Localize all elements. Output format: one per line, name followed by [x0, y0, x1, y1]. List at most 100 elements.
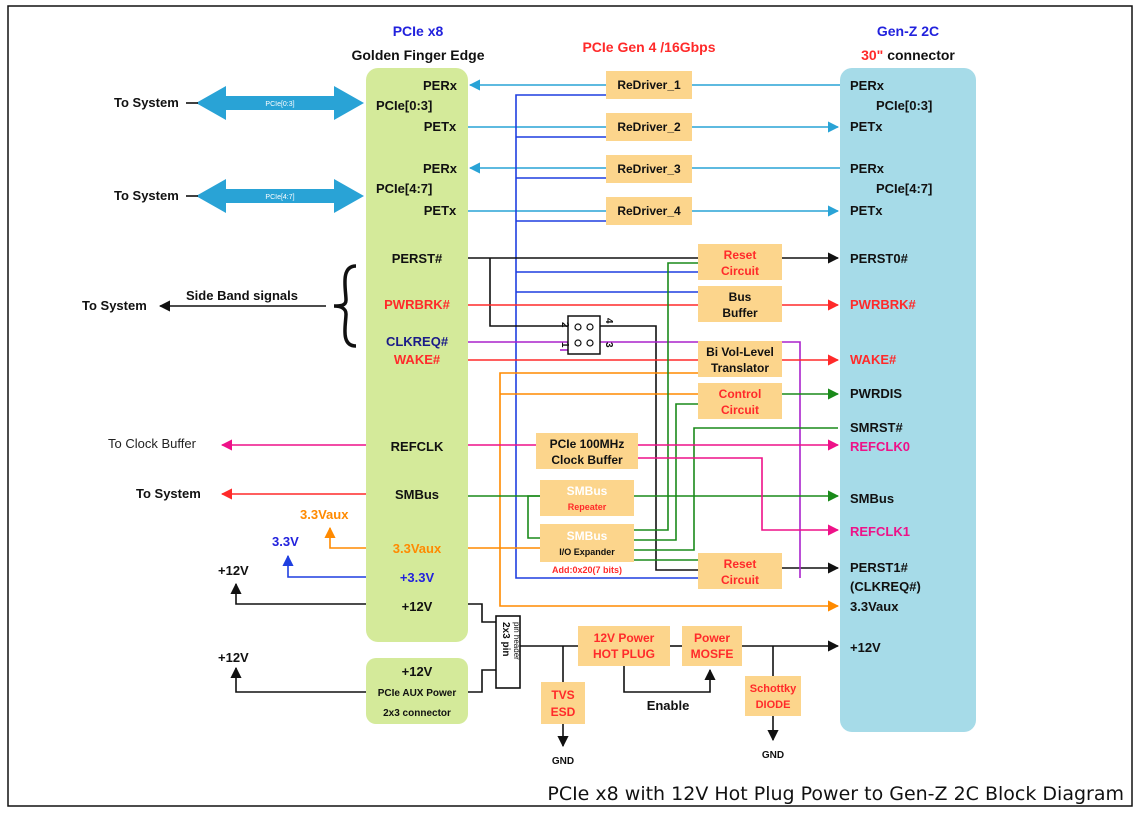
right-perx-b: PERx [850, 161, 885, 176]
enable-label: Enable [647, 698, 690, 713]
pin-header [495, 615, 521, 689]
reset-circuit-2 [698, 553, 782, 589]
redriver-3 [606, 155, 692, 183]
gnd-tvs: GND [552, 756, 574, 767]
jumper-to-reset2 [600, 325, 698, 571]
left-wake: WAKE# [394, 352, 441, 367]
redriver-3-label: ReDriver_3 [617, 162, 681, 176]
power-mosfet-l2: MOSFE [691, 647, 734, 661]
refclk1-out [638, 457, 840, 536]
power-mosfet [682, 626, 742, 666]
redriver-2-label: ReDriver_2 [617, 120, 681, 134]
right-perst1: PERST1# [850, 560, 909, 575]
to-system-1: To System [114, 95, 179, 110]
diagram-caption: PCIe x8 with 12V Hot Plug Power to Gen-Z… [547, 783, 1124, 805]
left-connector-title: PCIe x8 [393, 23, 444, 39]
schottky-diode [745, 676, 801, 716]
left-connector [366, 68, 468, 642]
connector-word: connector [887, 47, 955, 63]
tvs-esd [541, 682, 585, 724]
left-3v3aux: 3.3Vaux [393, 541, 442, 556]
control-circuit-l1: Control [719, 387, 762, 401]
bus-arrow-pcie-0-3 [196, 86, 364, 120]
aux-to-header [468, 669, 496, 693]
control-circuit-l2: Circuit [721, 403, 759, 417]
bus-arrow-pcie-4-7 [196, 179, 364, 213]
clock-buffer-l1: PCIe 100MHz [550, 437, 625, 451]
12v-to-header [468, 603, 496, 623]
reset-circuit-1-l1: Reset [724, 248, 757, 262]
right-smrst: SMRST# [850, 420, 904, 435]
left-side-3v3aux: 3.3Vaux [300, 507, 349, 522]
bus-label-pcie-4-7: PCIe[4:7] [265, 194, 294, 201]
perst-jumper-feed [489, 258, 568, 327]
smbus-repeater-l2: Repeater [568, 502, 607, 512]
pin-header-line2: pin header [512, 622, 521, 660]
bi-vol-translator-l2: Translator [711, 361, 769, 375]
power-mosfet-l1: Power [694, 631, 730, 645]
left-petx-a: PETx [424, 119, 457, 134]
jumper-pin-1 [574, 339, 582, 347]
reset-circuit-2-l1: Reset [724, 557, 757, 571]
aux-12v-left-line [230, 666, 366, 693]
right-wake: WAKE# [850, 352, 897, 367]
jumper-block [567, 315, 601, 355]
jumper-label-2: 2 [559, 322, 570, 328]
right-pcie-4-7: PCIe[4:7] [876, 181, 932, 196]
redriver-2 [606, 113, 692, 141]
smbus-repeater-l1: SMBus [567, 484, 608, 498]
left-connector-subtitle: Golden Finger Edge [351, 47, 484, 63]
right-petx-b: PETx [850, 203, 883, 218]
bus-buffer [698, 286, 782, 322]
right-refclk0: REFCLK0 [850, 439, 910, 454]
right-refclk1: REFCLK1 [850, 524, 910, 539]
reset-circuit-2-l2: Circuit [721, 573, 759, 587]
jumper-pin-3 [586, 339, 594, 347]
left-perx-b: PERx [423, 161, 458, 176]
right-perx-a: PERx [850, 78, 885, 93]
mid-title: PCIe Gen 4 /16Gbps [582, 39, 715, 55]
to-system-4: To System [136, 486, 201, 501]
right-pwrdis: PWRDIS [850, 386, 902, 401]
redriver-4-label: ReDriver_4 [617, 204, 681, 218]
right-clkreq: (CLKREQ#) [850, 579, 921, 594]
schottky-l1: Schottky [750, 683, 797, 695]
aux-power-connector [366, 658, 468, 724]
right-connector-subtitle: 30" connector [861, 47, 955, 63]
jumper-label-3: 3 [603, 342, 614, 348]
bi-vol-translator-l1: Bi Vol-Level [706, 345, 774, 359]
io-expander-l2: I/O Expander [559, 547, 615, 557]
to-system-2: To System [114, 188, 179, 203]
left-3v3: +3.3V [400, 570, 435, 585]
jumper-pin-2 [574, 323, 582, 331]
tvs-esd-l1: TVS [551, 688, 574, 702]
bus-buffer-l2: Buffer [722, 306, 758, 320]
to-clock-buffer: To Clock Buffer [108, 436, 197, 451]
left-side-12v-a: +12V [218, 563, 249, 578]
io-expander-l1: SMBus [567, 529, 608, 543]
12v-left-line [230, 582, 366, 605]
3v3aux-left-line [324, 526, 366, 549]
reset-circuit-1 [698, 244, 782, 280]
bus-buffer-l1: Bus [729, 290, 752, 304]
io-expander [540, 524, 634, 562]
left-pcie-0-3: PCIe[0:3] [376, 98, 432, 113]
hot-plug-l2: HOT PLUG [593, 647, 655, 661]
left-pwrbrk: PWRBRK# [384, 297, 450, 312]
right-smbus: SMBus [850, 491, 894, 506]
redriver-1 [606, 71, 692, 99]
right-perst0: PERST0# [850, 251, 909, 266]
diagram-frame [7, 5, 1133, 807]
left-smbus: SMBus [395, 487, 439, 502]
bus-label-pcie-0-3: PCIe[0:3] [265, 101, 294, 108]
right-connector [840, 68, 976, 732]
aux-12v: +12V [402, 664, 433, 679]
left-pcie-4-7: PCIe[4:7] [376, 181, 432, 196]
left-refclk: REFCLK [391, 439, 444, 454]
right-12v: +12V [850, 640, 881, 655]
3v3-left-line [282, 554, 366, 578]
gnd-schottky: GND [762, 750, 784, 761]
smbus-repeater-feed [527, 495, 540, 539]
clock-buffer-l2: Clock Buffer [551, 453, 623, 467]
io-expander-addr: Add:0x20(7 bits) [552, 565, 622, 575]
